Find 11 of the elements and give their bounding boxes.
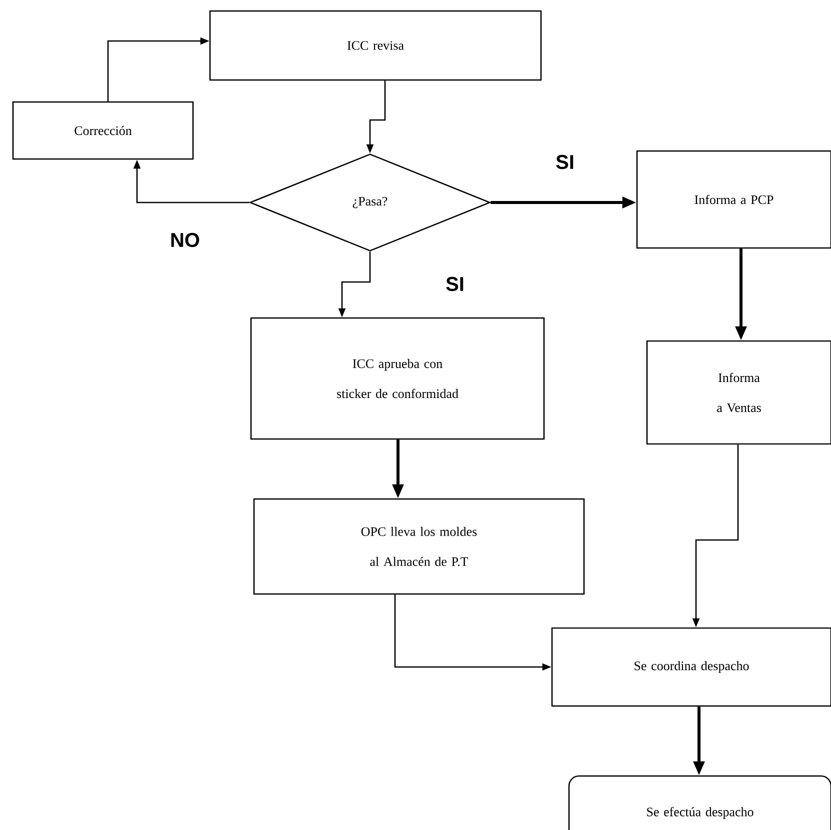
process-box: Informa a Ventas xyxy=(646,340,831,445)
edge-label: SI xyxy=(554,154,576,170)
process-box: OPC lleva los moldes al Almacén de P.T xyxy=(253,498,585,595)
terminal-box: Se efectúa despacho xyxy=(568,775,831,830)
process-box: ICC aprueba con sticker de conformidad xyxy=(250,317,545,440)
process-box: Se coordina despacho xyxy=(551,627,831,707)
edge-label: SI xyxy=(444,276,466,292)
edge-label: NO xyxy=(169,232,201,248)
process-box: ICC revisa xyxy=(209,10,542,81)
process-box: Corrección xyxy=(12,101,194,160)
process-box: Informa a PCP xyxy=(636,150,831,249)
